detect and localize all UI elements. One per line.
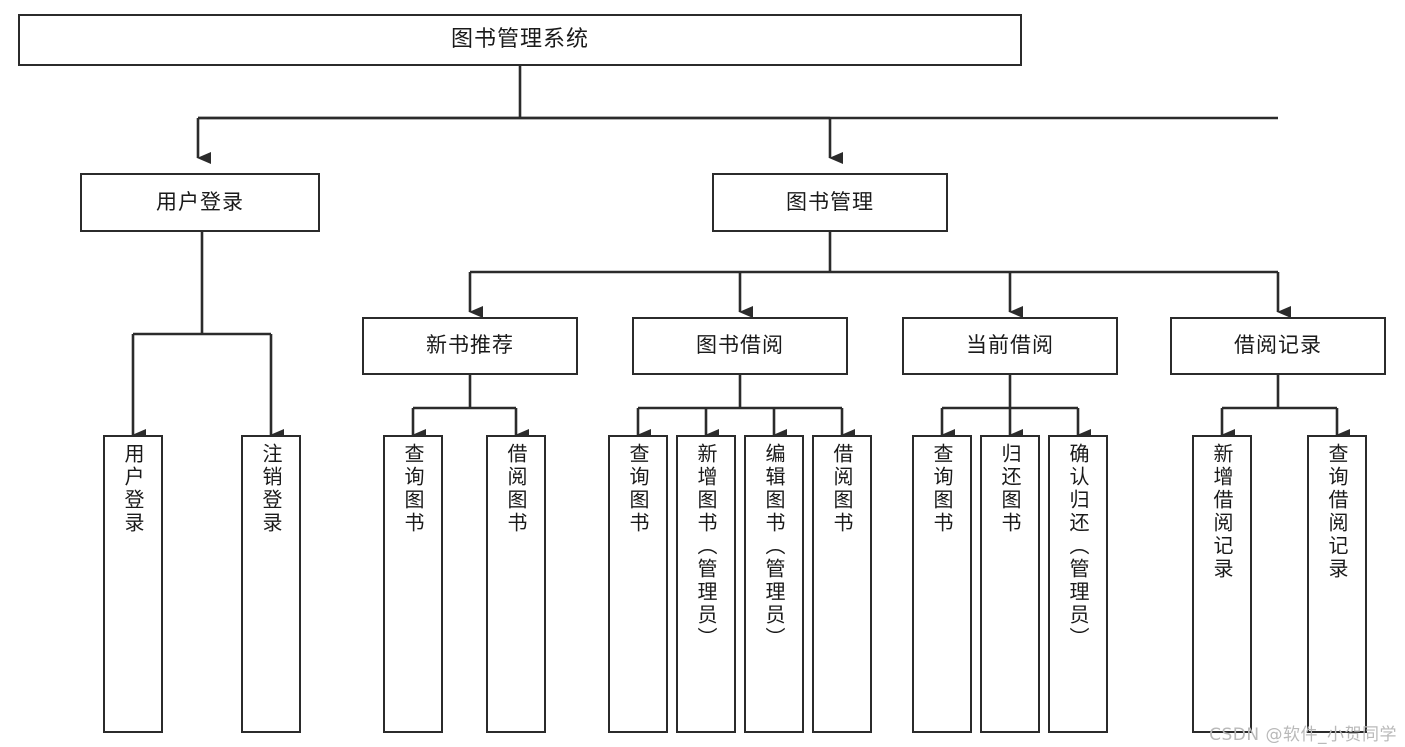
leaf-book-borrow-query[interactable]: 查询图书 — [608, 435, 668, 733]
node-current-borrow[interactable]: 当前借阅 — [902, 317, 1118, 375]
node-label: 借阅记录 — [1234, 333, 1322, 358]
node-label: 借阅图书 — [830, 443, 854, 535]
node-label: 查询借阅记录 — [1325, 443, 1349, 581]
node-label: 归还图书 — [998, 443, 1022, 535]
node-root-system[interactable]: 图书管理系统 — [18, 14, 1022, 66]
node-label: 用户登录 — [156, 189, 244, 214]
node-label: 图书管理系统 — [450, 26, 589, 52]
node-label: 图书管理 — [786, 189, 874, 214]
leaf-borrow-record-query[interactable]: 查询借阅记录 — [1307, 435, 1367, 733]
node-label: 新书推荐 — [426, 333, 514, 358]
leaf-user-login-login[interactable]: 用户登录 — [103, 435, 163, 733]
node-label: 借阅图书 — [504, 443, 528, 535]
node-new-book-recommend[interactable]: 新书推荐 — [362, 317, 578, 375]
node-label: 编辑图书（管理员） — [762, 443, 786, 650]
leaf-current-borrow-return[interactable]: 归还图书 — [980, 435, 1040, 733]
leaf-book-borrow-add[interactable]: 新增图书（管理员） — [676, 435, 736, 733]
node-label: 新增借阅记录 — [1210, 443, 1234, 581]
leaf-user-login-logout[interactable]: 注销登录 — [241, 435, 301, 733]
node-label: 图书借阅 — [696, 333, 784, 358]
node-label: 当前借阅 — [966, 333, 1054, 358]
leaf-new-book-borrow[interactable]: 借阅图书 — [486, 435, 546, 733]
leaf-current-borrow-confirm[interactable]: 确认归还（管理员） — [1048, 435, 1108, 733]
node-borrow-record[interactable]: 借阅记录 — [1170, 317, 1386, 375]
leaf-book-borrow-edit[interactable]: 编辑图书（管理员） — [744, 435, 804, 733]
node-label: 注销登录 — [259, 443, 283, 535]
node-label: 查询图书 — [626, 443, 650, 535]
leaf-book-borrow-borrow[interactable]: 借阅图书 — [812, 435, 872, 733]
leaf-current-borrow-query[interactable]: 查询图书 — [912, 435, 972, 733]
leaf-borrow-record-add[interactable]: 新增借阅记录 — [1192, 435, 1252, 733]
node-label: 新增图书（管理员） — [694, 443, 718, 650]
node-label: 查询图书 — [930, 443, 954, 535]
leaf-new-book-query[interactable]: 查询图书 — [383, 435, 443, 733]
node-book-borrow[interactable]: 图书借阅 — [632, 317, 848, 375]
node-user-login[interactable]: 用户登录 — [80, 173, 320, 232]
node-label: 确认归还（管理员） — [1066, 443, 1090, 650]
node-label: 用户登录 — [121, 443, 145, 535]
node-book-management[interactable]: 图书管理 — [712, 173, 948, 232]
node-label: 查询图书 — [401, 443, 425, 535]
